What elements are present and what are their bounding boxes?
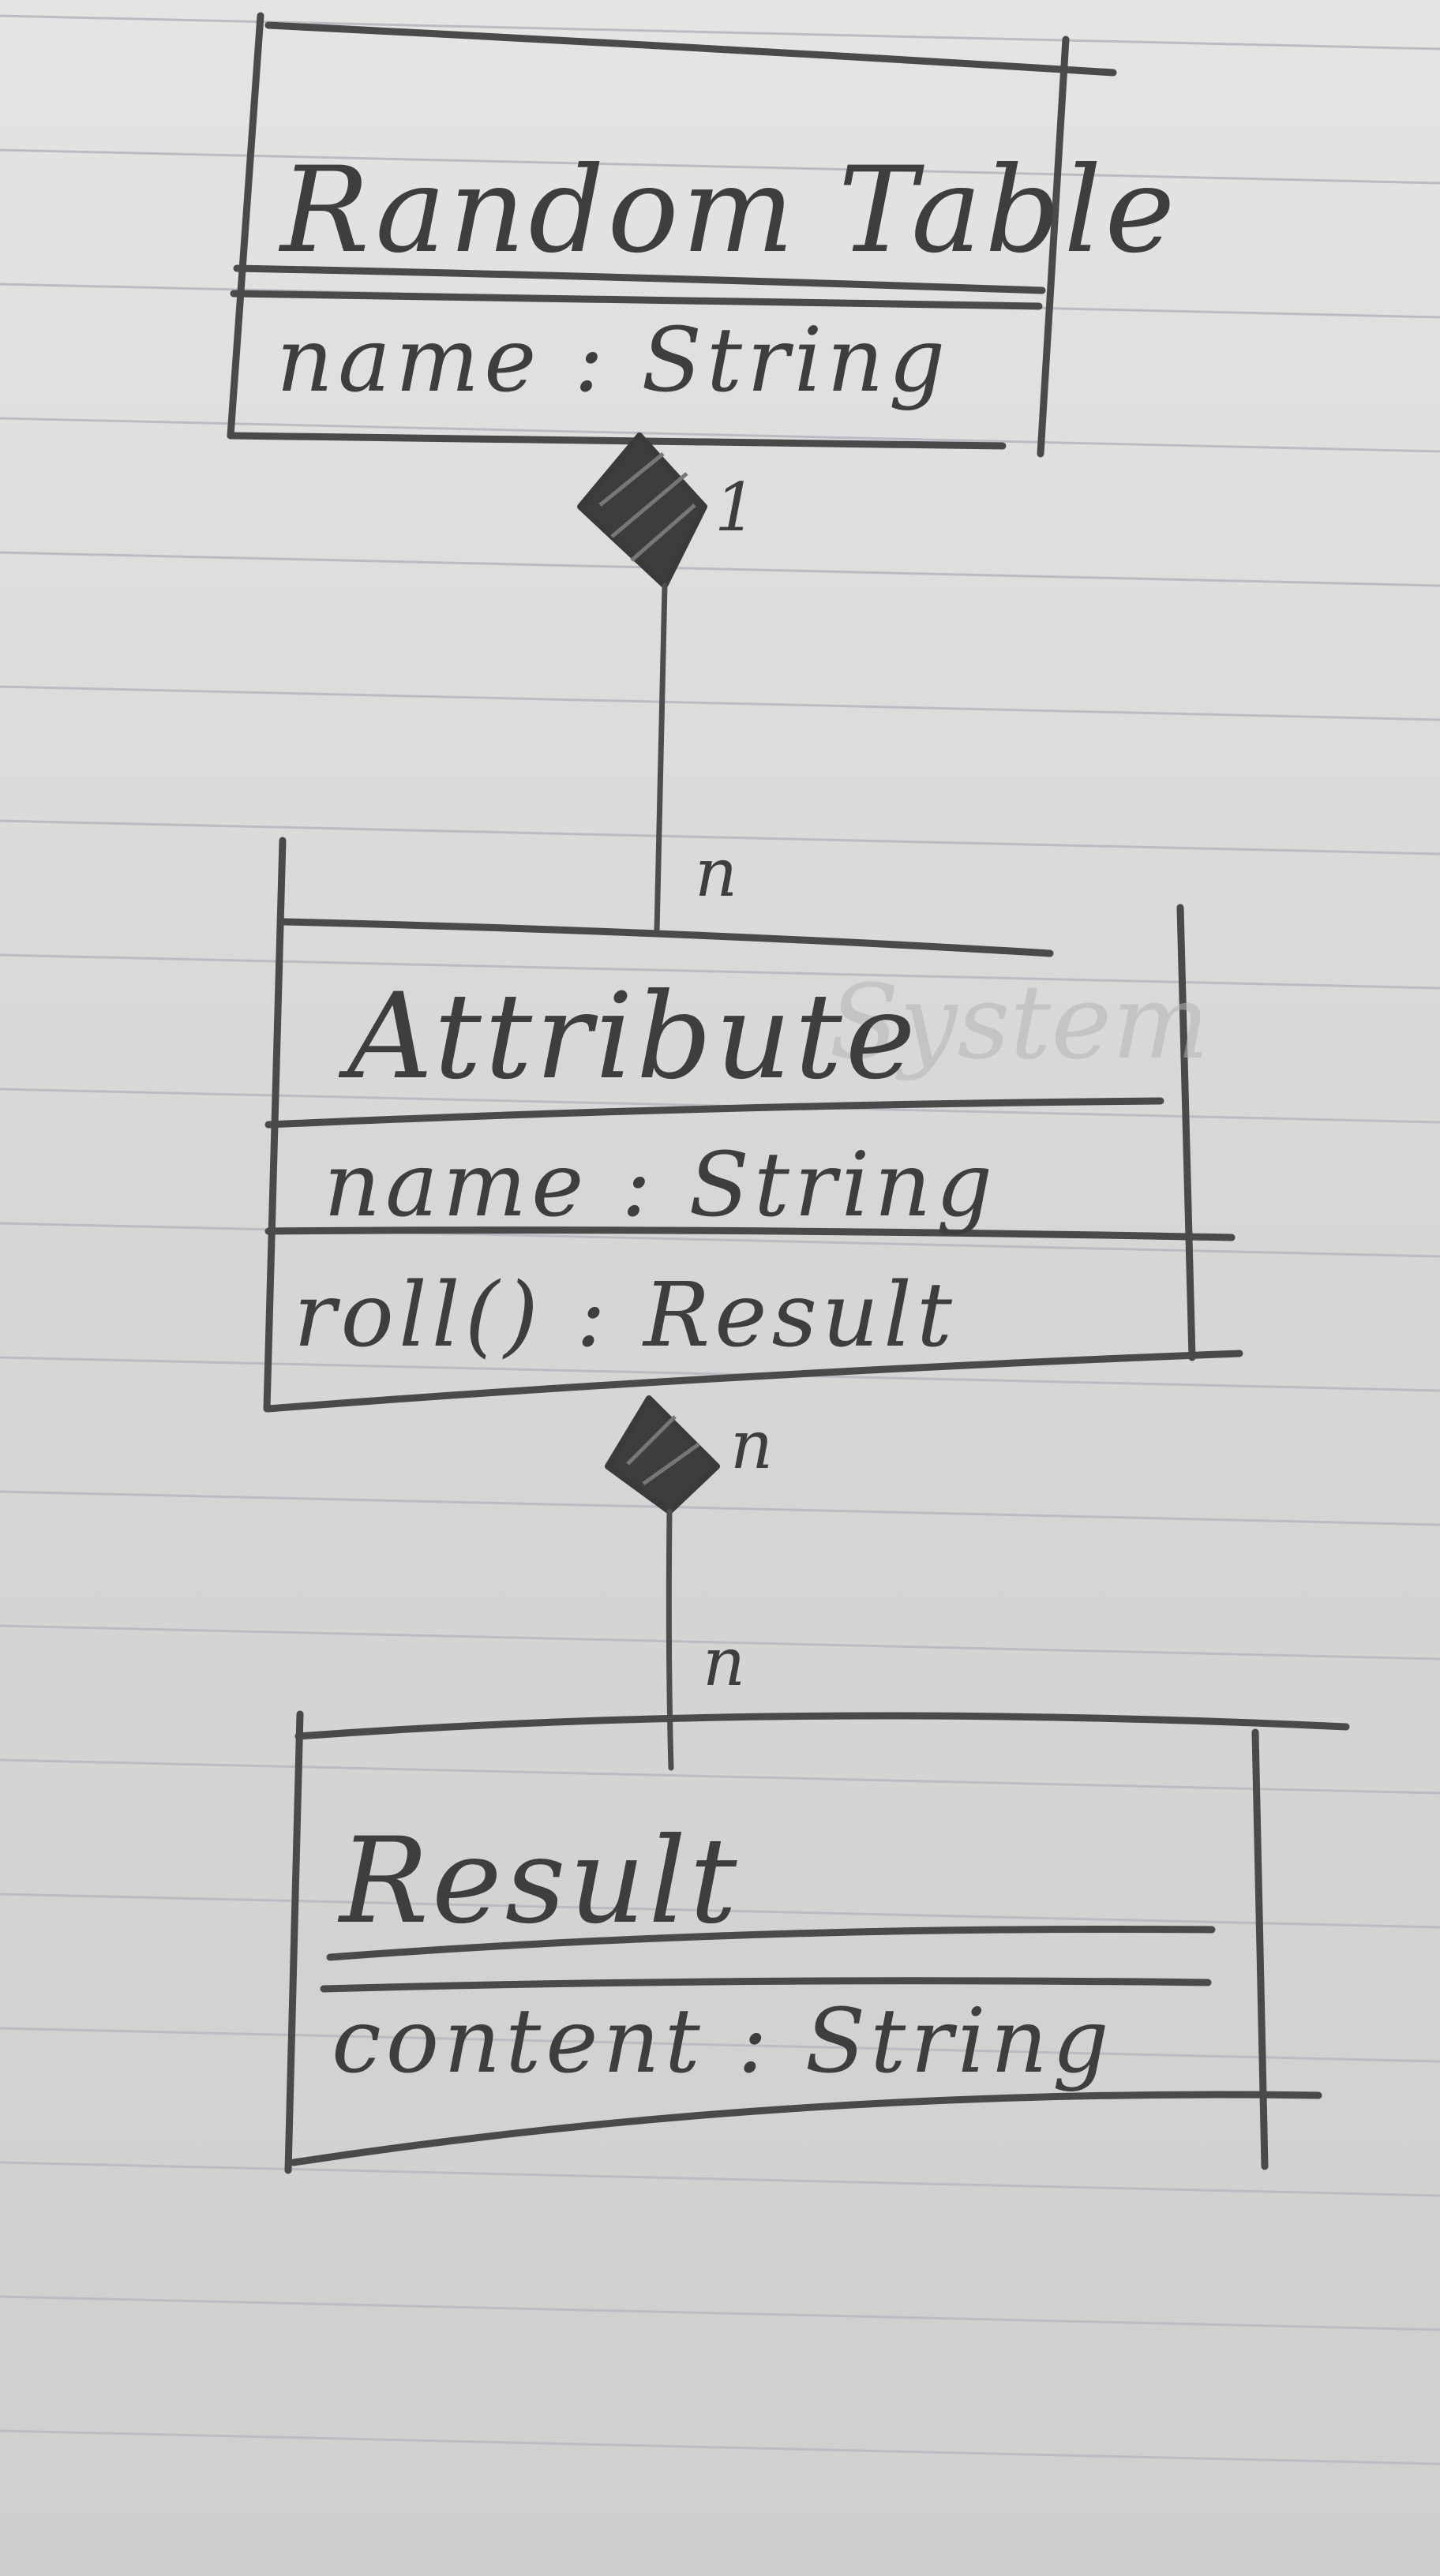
ruled-line: [0, 1624, 1440, 1661]
ruled-line: [0, 148, 1440, 185]
ruled-line: [0, 685, 1440, 721]
ruled-line: [0, 1893, 1440, 1929]
ruled-lines: [0, 14, 1440, 2466]
operation-attribute-roll: roll() : Result: [294, 1264, 957, 1367]
class-box-attribute[interactable]: System Attribute name : String roll() : …: [263, 837, 1243, 1413]
multiplicity-attribute-end: n: [695, 834, 737, 912]
attribute-attribute-name: name : String: [324, 1134, 997, 1237]
class-box-result[interactable]: Result content : String: [284, 1710, 1350, 2174]
composition-diamond-1: [577, 432, 707, 589]
ruled-line: [0, 551, 1440, 587]
association-line-2: [666, 1508, 674, 1771]
multiplicity-random-table-end: 1: [714, 469, 756, 546]
multiplicity-result-end: n: [703, 1623, 745, 1701]
composition-diamond-2: [605, 1395, 720, 1515]
ruled-line: [0, 1222, 1440, 1258]
ruled-line: [0, 2429, 1440, 2466]
ruled-line: [0, 2027, 1440, 2063]
attribute-random-table-name: name : String: [276, 309, 950, 412]
multiplicity-attribute-whole-end: n: [730, 1406, 773, 1484]
association-line-1: [654, 582, 668, 934]
ruled-line: [0, 953, 1440, 990]
ruled-line: [0, 819, 1440, 856]
ruled-line: [0, 1758, 1440, 1795]
ruled-line: [0, 1490, 1440, 1526]
erased-text-ghost: System: [829, 962, 1209, 1082]
ruled-line: [0, 2295, 1440, 2331]
ruled-line: [0, 1088, 1440, 1124]
ruled-line: [0, 417, 1440, 453]
ruled-line: [0, 2161, 1440, 2197]
ruled-line: [0, 1356, 1440, 1392]
attribute-result-content: content : String: [332, 1990, 1114, 2093]
ruled-line: [0, 14, 1440, 51]
class-name-result: Result: [337, 1813, 741, 1950]
class-name-random-table: Random Table: [278, 142, 1178, 279]
class-name-attribute: Attribute: [338, 968, 919, 1106]
class-box-random-table[interactable]: Random Table name : String: [227, 12, 1178, 458]
